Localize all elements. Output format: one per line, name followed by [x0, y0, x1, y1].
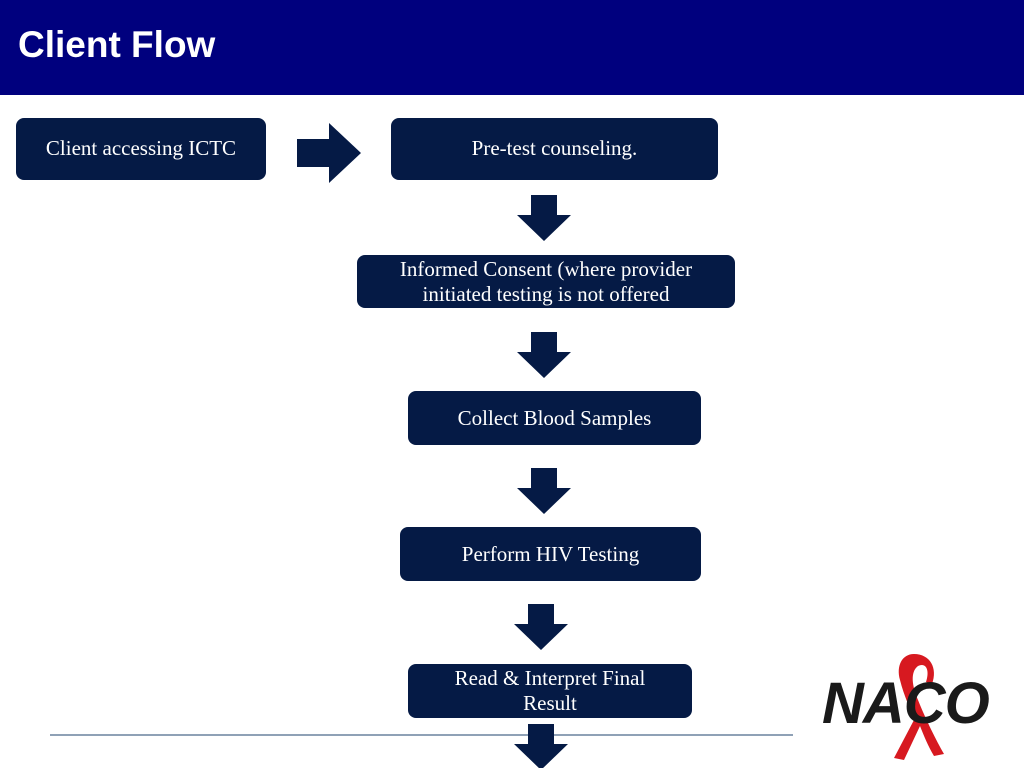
step-label: Read & Interpret Final Result: [455, 666, 646, 716]
step-label: Client accessing ICTC: [45, 136, 237, 160]
step-label: Collect Blood Samples: [457, 405, 652, 430]
arrow-down-icon: [514, 724, 568, 768]
logo-text: NACO: [822, 671, 990, 736]
footer-divider: [50, 734, 793, 736]
step-label-line: initiated testing is not offered: [422, 281, 670, 306]
step-informed-consent: Informed Consent (where provider initiat…: [357, 255, 735, 308]
step-label-line: Result: [523, 691, 577, 715]
arrow-down-icon: [514, 604, 568, 650]
arrow-down-icon: [517, 468, 571, 514]
arrow-down-icon: [517, 332, 571, 378]
naco-logo: NACO: [818, 650, 998, 762]
step-client-accessing-ictc: Client accessing ICTC: [16, 118, 266, 180]
arrow-right-icon: [297, 123, 361, 183]
step-collect-blood-samples: Collect Blood Samples: [408, 391, 701, 445]
arrow-down-icon: [517, 195, 571, 241]
step-pre-test-counseling: Pre-test counseling.: [391, 118, 718, 180]
step-perform-hiv-testing: Perform HIV Testing: [400, 527, 701, 581]
step-label-line: Informed Consent (where provider: [399, 256, 693, 281]
step-read-interpret-final-result: Read & Interpret Final Result: [408, 664, 692, 718]
step-label: Pre-test counseling.: [471, 136, 638, 160]
red-ribbon-icon: [894, 654, 944, 760]
page-title: Client Flow: [18, 24, 216, 65]
step-label: Informed Consent (where provider initiat…: [400, 257, 692, 307]
title-bar: Client Flow: [0, 0, 1024, 95]
step-label-line: Read & Interpret Final: [454, 666, 646, 690]
step-label: Perform HIV Testing: [461, 541, 640, 566]
